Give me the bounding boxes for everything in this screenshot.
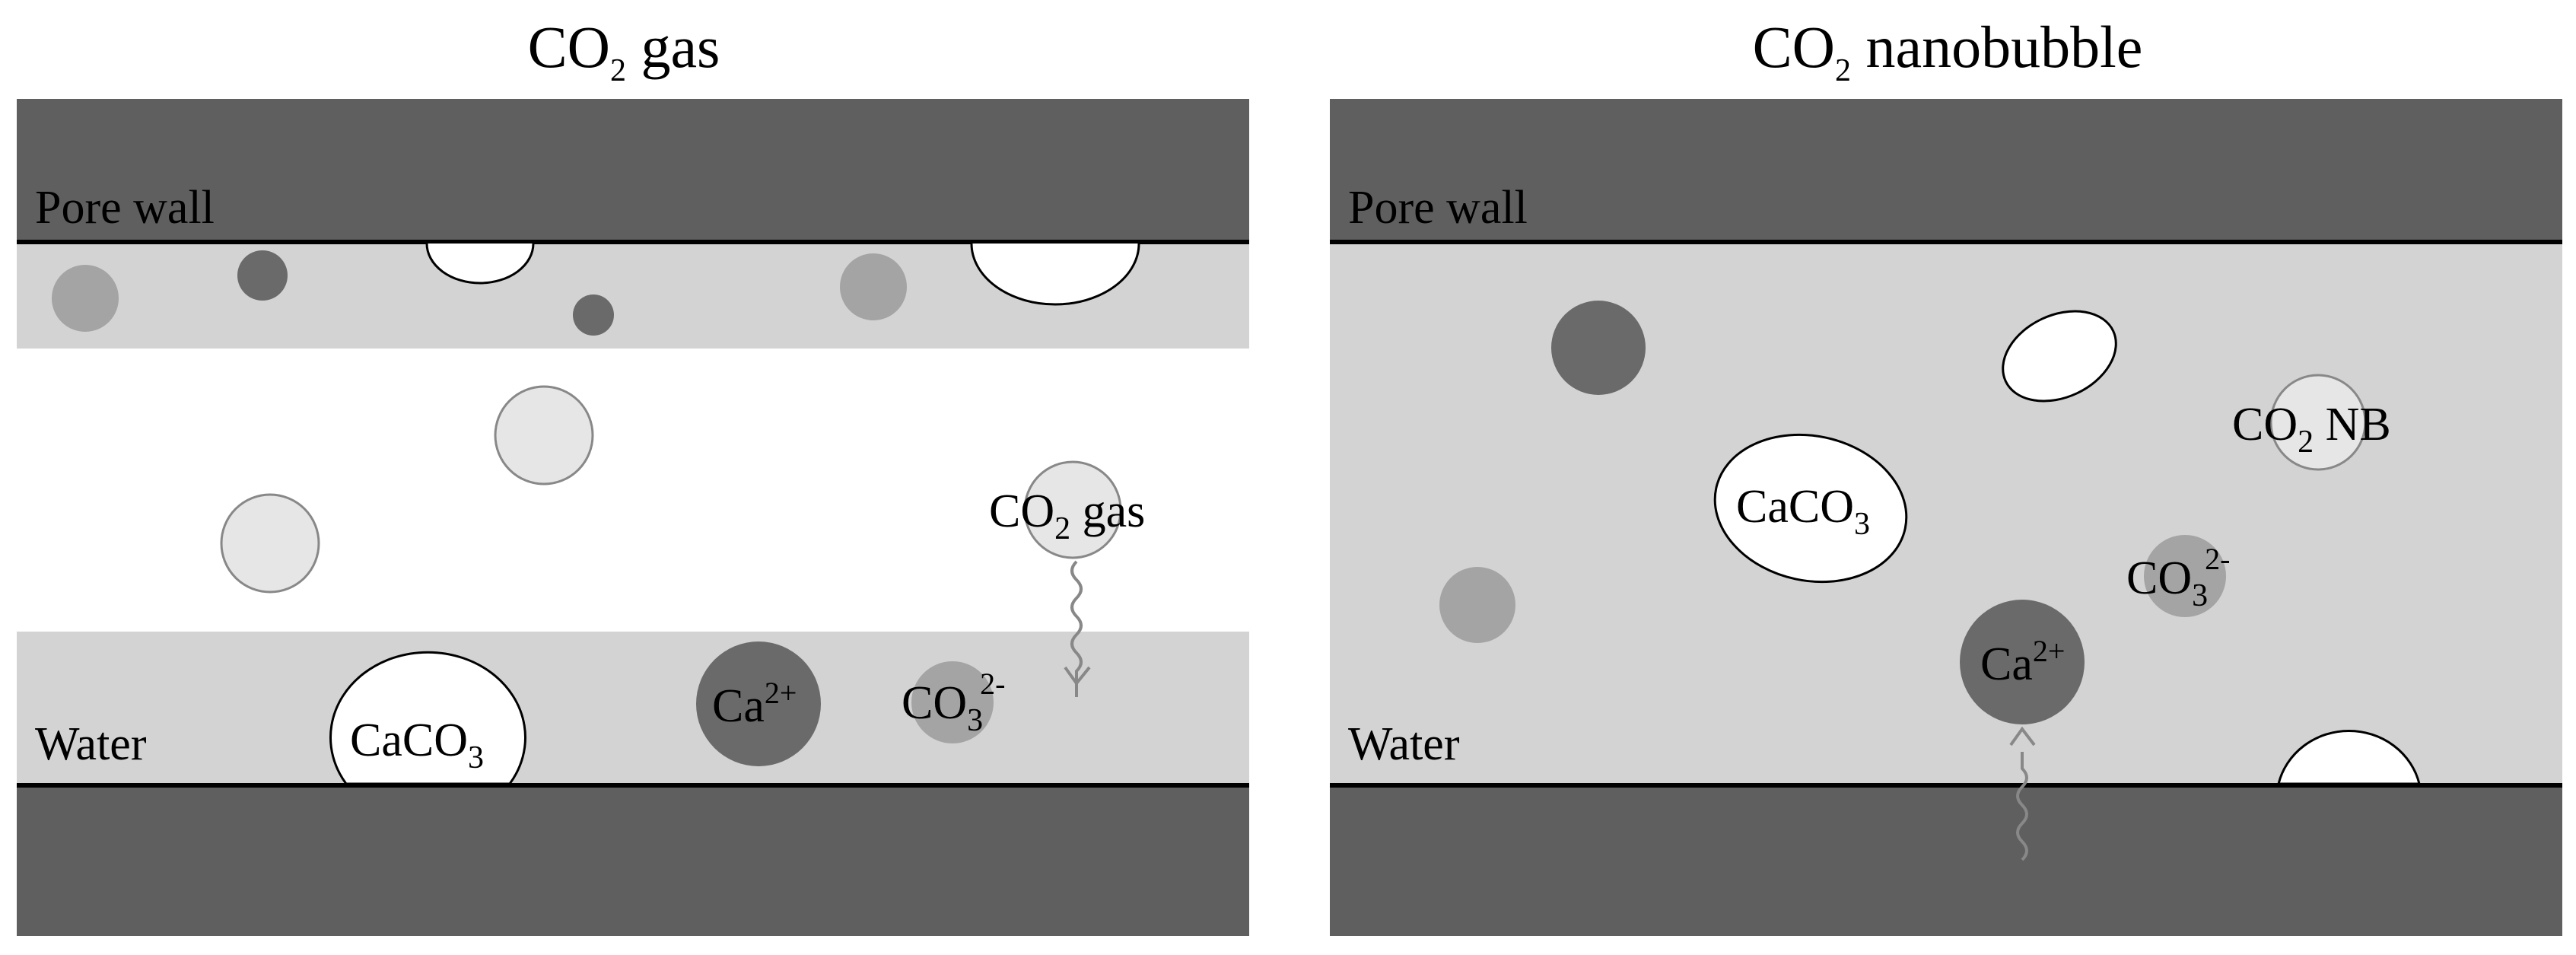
diffusion-arrow [2016, 752, 2028, 861]
co3-ion-label: CO32- [2126, 542, 2230, 613]
right-water-region [1330, 242, 2562, 784]
co3-ion-particle [840, 253, 907, 320]
co3-ion-label: CO32- [902, 667, 1005, 738]
co3-ion-particle [52, 265, 119, 332]
ca-ion-particle [1551, 301, 1646, 395]
left-panel-title: CO2 gas [528, 14, 720, 88]
right-top-pore-wall [1330, 99, 2562, 242]
ca-ion-particle [1960, 600, 2085, 724]
caco3-deposit [970, 243, 1140, 306]
diffusion-arrowhead [2009, 726, 2036, 746]
caco3-label: CaCO3 [1736, 481, 1870, 542]
caco3-deposit [2277, 730, 2421, 785]
right-panel: CO2 nanobubble CaCO3 CO2 NB CO32- Ca2+ P… [1330, 14, 2562, 936]
caco3-deposit [1713, 433, 1908, 584]
co2-gas-bubble [220, 493, 320, 594]
left-water-label: Water [35, 718, 147, 770]
caco3-label: CaCO3 [350, 715, 484, 775]
right-pore-wall-label: Pore wall [1348, 182, 1528, 234]
ca-ion-label: Ca2+ [1980, 634, 2065, 690]
left-pore-wall-label: Pore wall [35, 182, 215, 234]
left-panel: CO2 gas CO2 gas Ca2+ CO32- CaCO3 Pore wa… [17, 14, 1249, 936]
co2-gas-bubble [494, 385, 594, 485]
left-top-pore-wall [17, 99, 1249, 242]
right-water-label: Water [1348, 718, 1460, 770]
co3-ion-particle [911, 661, 994, 743]
co3-ion-particle [1439, 567, 1515, 643]
co2-gas-bubble [1023, 460, 1122, 559]
caco3-deposit [425, 243, 535, 285]
co3-ion-particle [2144, 535, 2226, 617]
co2-gas-label: CO2 gas [989, 485, 1145, 546]
ca-ion-particle [696, 641, 821, 766]
right-panel-title: CO2 nanobubble [1753, 14, 2143, 88]
caco3-deposit [2002, 310, 2117, 403]
left-bottom-pore-wall [17, 784, 1249, 936]
left-bottom-water-film [17, 632, 1249, 784]
diffusion-arrow [1070, 560, 1083, 697]
co2-nanobubble [2269, 374, 2367, 471]
diffusion-arrowhead [1064, 666, 1091, 686]
ca-ion-label: Ca2+ [712, 676, 797, 732]
caco3-deposit [329, 651, 526, 785]
ca-ion-particle [573, 294, 614, 336]
co2-nb-label: CO2 NB [2232, 399, 2391, 460]
right-bottom-pore-wall [1330, 784, 2562, 936]
ca-ion-particle [237, 250, 288, 301]
